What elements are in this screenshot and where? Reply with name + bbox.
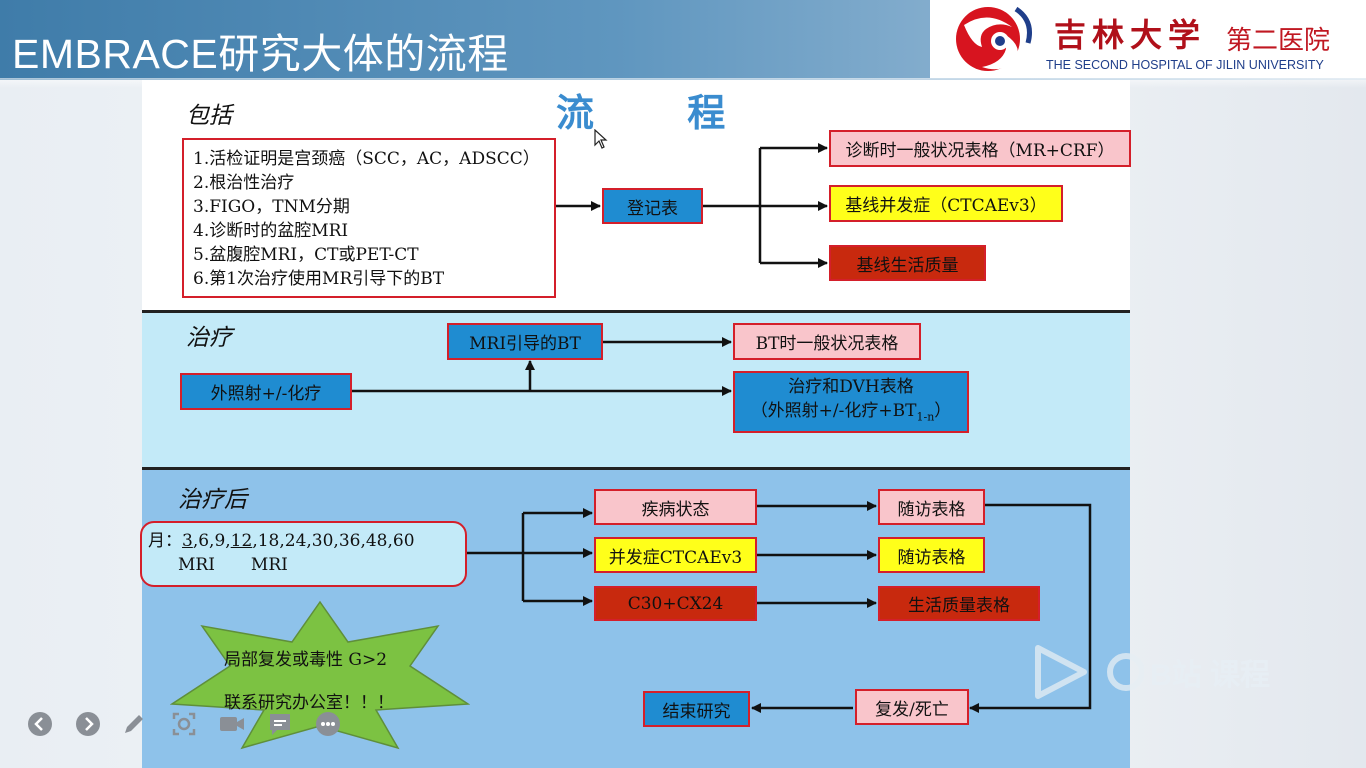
criteria-item: 6.第1次治疗使用MR引导下的BT: [193, 269, 445, 289]
section-divider: [142, 310, 1130, 313]
qol-form-box: 生活质量表格: [878, 586, 1040, 621]
mri-label-3: MRI: [178, 555, 215, 575]
baseline-qol-box: 基线生活质量: [829, 245, 986, 281]
logo-name-en: THE SECOND HOSPITAL OF JILIN UNIVERSITY: [1046, 58, 1324, 72]
dvh-form-line1: 治疗和DVH表格: [788, 376, 914, 397]
month-12: 12: [230, 531, 253, 551]
subtitle-icon[interactable]: [266, 710, 294, 738]
relapse-death-box: 复发/死亡: [855, 689, 969, 725]
end-study-box: 结束研究: [643, 691, 750, 727]
watermark-text: B站 课程: [1150, 659, 1270, 692]
qol-questionnaire-box: C30+CX24: [594, 586, 757, 621]
criteria-item: 4.诊断时的盆腔MRI: [193, 221, 349, 241]
next-icon[interactable]: [74, 710, 102, 738]
mri-label-12: MRI: [250, 555, 288, 575]
followup-form-box: 随访表格: [878, 489, 985, 525]
register-box: 登记表: [602, 188, 703, 224]
section-label-treatment: 治疗: [186, 325, 232, 351]
dvh-form-line2: （外照射+/-化疗+BT1-n）: [751, 399, 952, 429]
warning-text-line2: 联系研究办公室！！！: [224, 693, 394, 713]
mri-line: MRI MRI: [148, 553, 465, 577]
criteria-item: 1.活检证明是宫颈癌（SCC，AC，ADSCC）: [193, 149, 540, 169]
months-mid: ,6,9,: [192, 531, 231, 551]
logo-name-cn: 吉林大学: [1054, 16, 1207, 54]
connector-followup-to-relapse: [969, 503, 1092, 713]
followup-months-box: 月：3,6,9,12,18,24,30,36,48,60 MRI MRI: [140, 521, 467, 587]
followup-form-box-2: 随访表格: [878, 537, 985, 573]
criteria-item: 2.根治性治疗: [193, 173, 295, 193]
dvh-form-subscript: 1-n: [916, 410, 935, 424]
inclusion-criteria-box: 1.活检证明是宫颈癌（SCC，AC，ADSCC） 2.根治性治疗 3.FIGO，…: [182, 138, 556, 298]
logo-dept-cn: 第二医院: [1226, 26, 1331, 56]
flow-title: 流 程: [556, 90, 766, 135]
month-3: 3: [182, 531, 193, 551]
dvh-form-line2-pre: （外照射+/-化疗+BT: [750, 400, 917, 421]
section-divider: [142, 467, 1130, 470]
warning-text-line1: 局部复发或毒性 G>2: [224, 650, 388, 670]
slide-title: EMBRACE研究大体的流程: [12, 31, 509, 77]
mouse-cursor-icon: [594, 128, 608, 154]
hospital-emblem-icon: [956, 6, 1032, 71]
disease-status-box: 疾病状态: [594, 489, 757, 525]
baseline-complication-box: 基线并发症（CTCAEv3）: [829, 185, 1063, 222]
camera-icon[interactable]: [218, 710, 246, 738]
dvh-form-line2-post: ）: [934, 400, 952, 421]
prev-icon[interactable]: [26, 710, 54, 738]
months-rest: ,18,24,30,36,48,60: [252, 531, 415, 551]
dvh-form-box: 治疗和DVH表格 （外照射+/-化疗+BT1-n）: [733, 371, 969, 433]
diag-form-box: 诊断时一般状况表格（MR+CRF）: [829, 130, 1131, 167]
mri-bt-box: MRI引导的BT: [447, 323, 603, 360]
criteria-item: 3.FIGO，TNM分期: [193, 197, 350, 217]
pen-icon[interactable]: [120, 710, 148, 738]
complication-box: 并发症CTCAEv3: [594, 537, 757, 573]
ebrt-box: 外照射+/-化疗: [180, 373, 352, 410]
zoom-icon[interactable]: [170, 710, 198, 738]
bt-form-box: BT时一般状况表格: [733, 323, 921, 360]
hospital-logo: 吉林大学 第二医院 THE SECOND HOSPITAL OF JILIN U…: [930, 0, 1366, 78]
criteria-item: 5.盆腹腔MRI，CT或PET-CT: [193, 245, 419, 265]
months-line: 月：3,6,9,12,18,24,30,36,48,60: [148, 529, 465, 553]
section-label-post: 治疗后: [178, 487, 247, 513]
months-prefix: 月：: [148, 531, 182, 551]
section-label-include: 包括: [186, 103, 232, 129]
watermark-logo-icon: [1034, 642, 1145, 706]
more-icon[interactable]: [314, 710, 342, 738]
